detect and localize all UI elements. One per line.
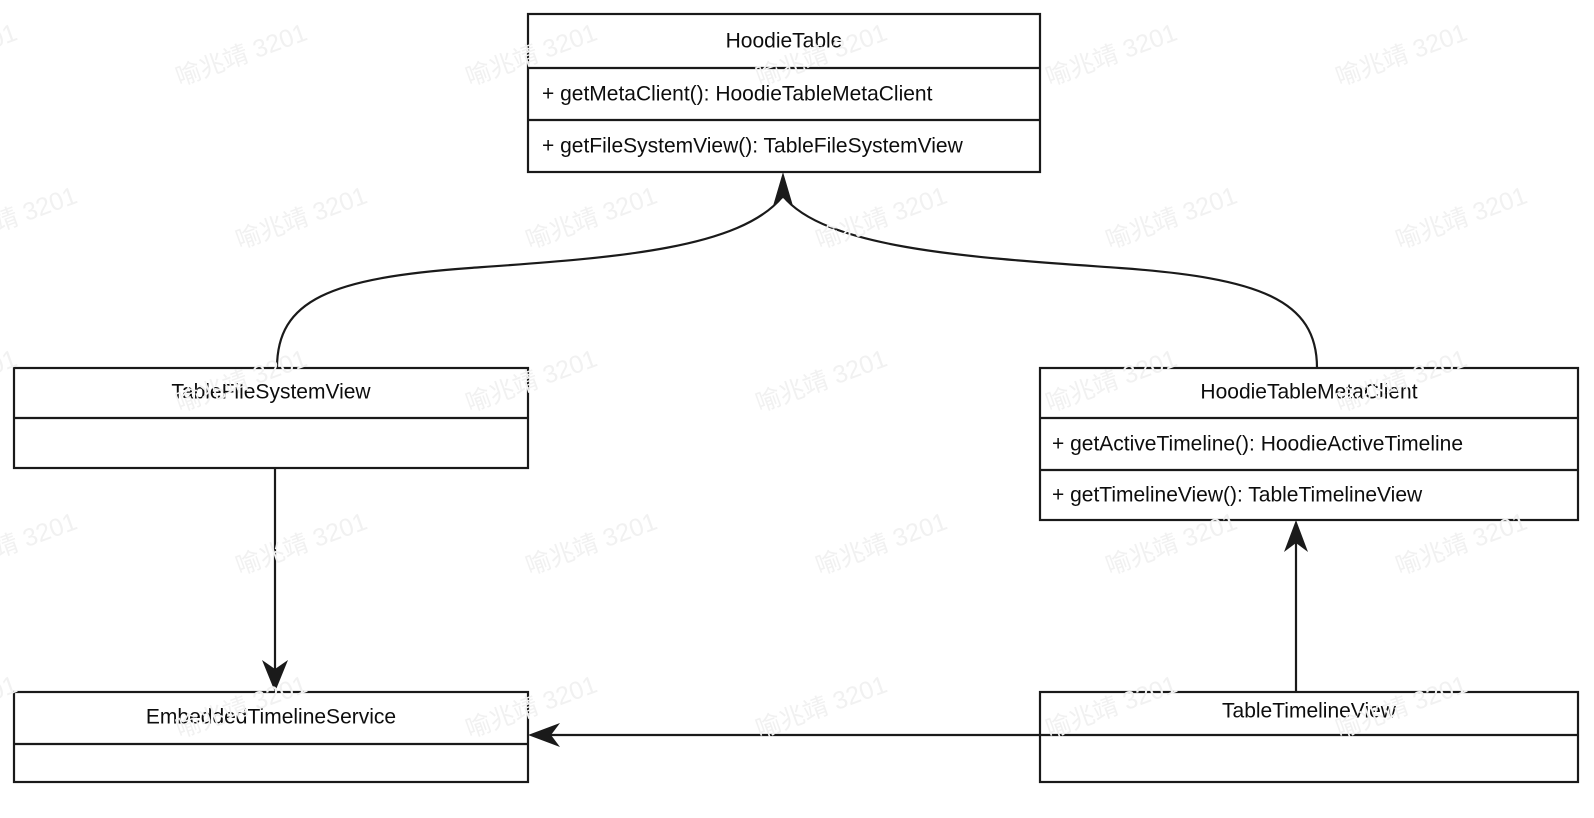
class-box-hoodie-table-meta-client[interactable]: HoodieTableMetaClient + getActiveTimelin…	[1038, 366, 1580, 522]
edge-path	[782, 195, 1319, 369]
arrow-head-up-icon	[773, 172, 793, 206]
class-box-table-file-system-view[interactable]: TableFileSystemView	[12, 366, 530, 470]
arrow-head-left-icon	[528, 723, 560, 747]
relation-table-file-system-view-to-hoodie-table	[275, 195, 784, 369]
class-member-label: + getTimelineView(): TableTimelineView	[1052, 484, 1423, 507]
class-name-label: TableTimelineView	[1222, 700, 1397, 723]
class-name-label: TableFileSystemView	[171, 381, 371, 404]
relation-table-timeline-view-to-embedded-timeline-service	[528, 723, 1040, 747]
edge-path	[275, 195, 784, 369]
class-name-label: EmbeddedTimelineService	[146, 706, 396, 729]
arrowhead-into-hoodie-table	[773, 172, 793, 206]
class-box-outline	[1038, 690, 1580, 784]
class-member-label: + getActiveTimeline(): HoodieActiveTimel…	[1052, 433, 1463, 456]
class-box-hoodie-table[interactable]: HoodieTable + getMetaClient(): HoodieTab…	[526, 12, 1042, 174]
relation-table-timeline-view-to-hoodie-table-meta-client	[1284, 520, 1308, 692]
class-box-embedded-timeline-service[interactable]: EmbeddedTimelineService	[12, 690, 530, 784]
class-box-table-timeline-view[interactable]: TableTimelineView	[1038, 690, 1580, 784]
arrow-head-up-icon	[1284, 520, 1308, 552]
class-member-label: + getMetaClient(): HoodieTableMetaClient	[542, 83, 933, 106]
relation-table-file-system-view-to-embedded-timeline-service	[262, 468, 288, 692]
class-box-outline	[526, 12, 1042, 174]
class-box-outline	[12, 690, 530, 784]
class-box-outline	[1038, 366, 1580, 522]
relation-hoodie-table-meta-client-to-hoodie-table	[782, 195, 1319, 369]
class-name-label: HoodieTable	[726, 30, 843, 53]
class-member-label: + getFileSystemView(): TableFileSystemVi…	[542, 135, 964, 158]
arrow-head-down-icon	[262, 660, 288, 692]
class-name-label: HoodieTableMetaClient	[1200, 381, 1417, 404]
